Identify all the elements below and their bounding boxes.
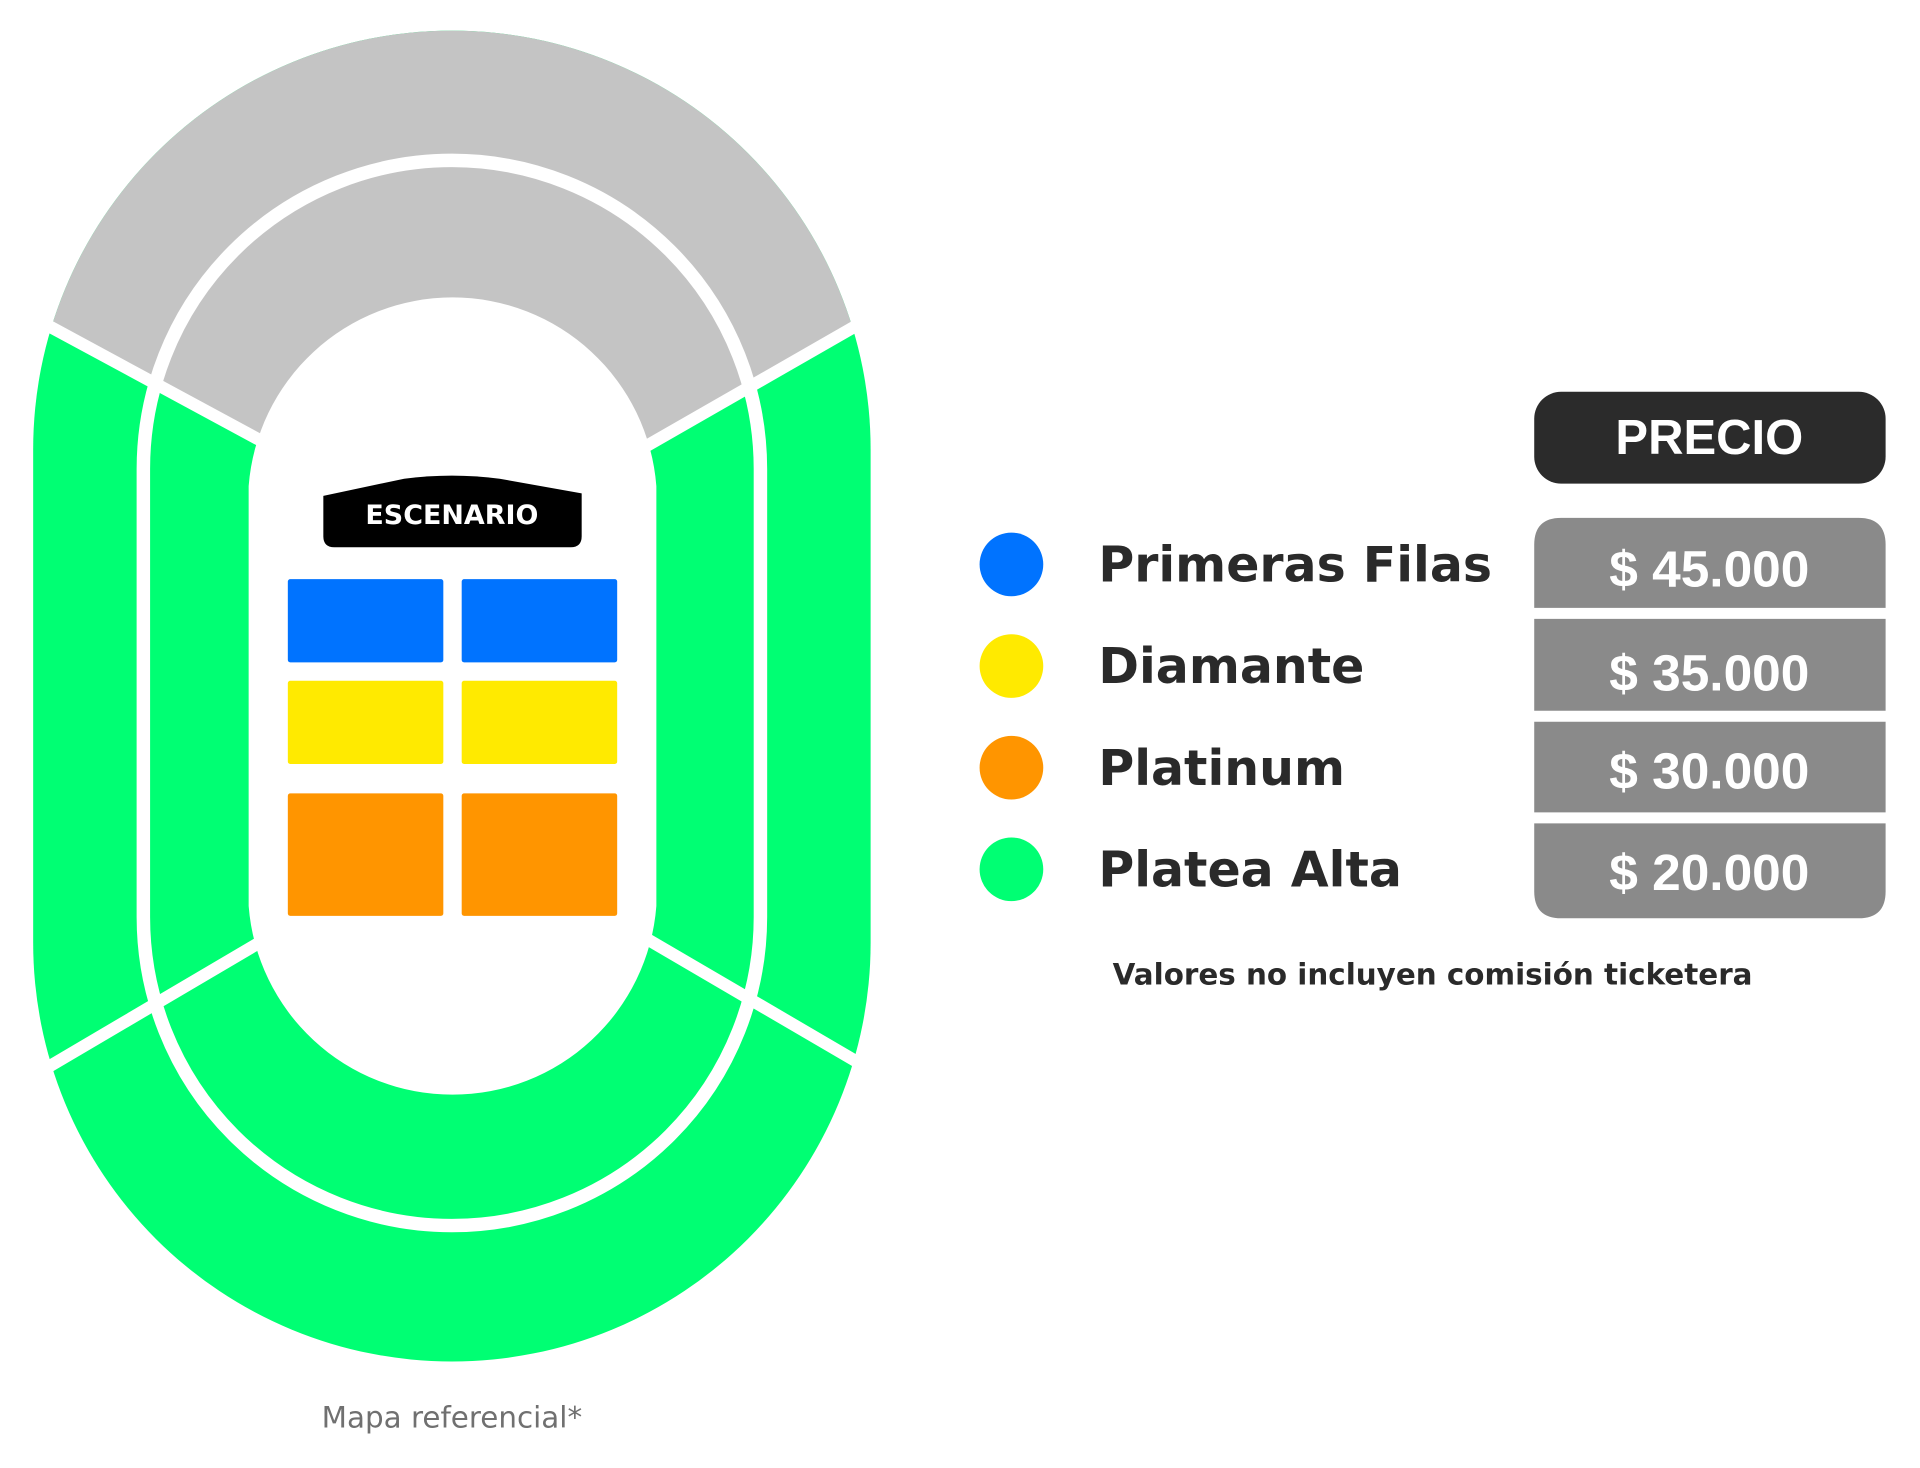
tier-price: $ 35.000 <box>1609 644 1809 702</box>
tier-color-dot <box>979 735 1044 800</box>
zone-primeras-filas-right[interactable] <box>461 579 618 663</box>
tier-name: Primeras Filas <box>1098 537 1492 594</box>
section-dividers <box>33 314 871 1080</box>
tier-name: Platinum <box>1098 740 1345 797</box>
tier-price: $ 20.000 <box>1609 843 1809 901</box>
section-unavailable-top <box>33 30 871 547</box>
tier-row: Diamante $ 35.000 <box>979 634 1809 702</box>
price-header-label: PRECIO <box>1615 411 1803 465</box>
tier-price: $ 30.000 <box>1609 741 1809 799</box>
stage-label: ESCENARIO <box>365 500 538 531</box>
zone-platinum-left[interactable] <box>287 793 444 916</box>
zone-diamante-right[interactable] <box>461 680 618 764</box>
zone-platinum-right[interactable] <box>461 793 618 916</box>
tier-color-dot <box>979 634 1044 698</box>
tier-row: Platinum $ 30.000 <box>979 735 1809 800</box>
price-note: Valores no incluyen comisión ticketera <box>1113 957 1753 991</box>
zone-primeras-filas-left[interactable] <box>287 579 444 663</box>
price-header: PRECIO <box>1534 391 1886 484</box>
seating-map: ESCENARIO Mapa referencial* <box>33 30 871 1435</box>
stage <box>323 475 582 548</box>
ring-divider <box>136 153 768 1233</box>
map-footnote: Mapa referencial* <box>322 1401 583 1435</box>
zone-diamante-left[interactable] <box>287 680 444 764</box>
price-table <box>1530 517 1892 919</box>
tier-name: Diamante <box>1098 638 1364 695</box>
tier-color-dot <box>979 837 1044 902</box>
tier-row: Platea Alta $ 20.000 <box>979 837 1809 902</box>
tier-row: Primeras Filas $ 45.000 <box>979 532 1809 597</box>
tier-name: Platea Alta <box>1098 841 1402 898</box>
tier-color-dot <box>979 532 1044 597</box>
tier-price: $ 45.000 <box>1609 539 1809 597</box>
